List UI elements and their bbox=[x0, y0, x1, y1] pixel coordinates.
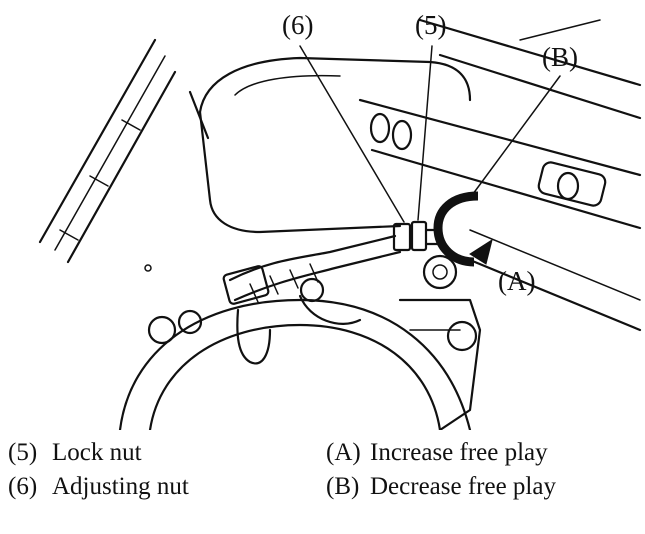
legend-item-5: (5) Lock nut bbox=[8, 440, 142, 465]
callout-b: (B) bbox=[542, 42, 578, 72]
adjusting-nut-shape bbox=[392, 222, 412, 252]
frame-rail-right bbox=[358, 18, 642, 332]
callout-6: (6) bbox=[282, 10, 314, 40]
brake-disc bbox=[118, 298, 472, 430]
legend-code: (B) bbox=[326, 473, 360, 500]
legend-item-6: (6) Adjusting nut bbox=[8, 474, 189, 499]
legend-code: (A) bbox=[326, 439, 361, 466]
frame-tube-left bbox=[38, 38, 177, 264]
upper-bracket bbox=[188, 56, 472, 234]
callout-5: (5) bbox=[415, 10, 447, 40]
leader-lines bbox=[299, 45, 561, 223]
legend-text: Increase free play bbox=[370, 439, 548, 466]
brake-cable bbox=[222, 234, 402, 325]
legend-code: (5) bbox=[8, 439, 38, 466]
legend-item-b: (B) Decrease free play bbox=[326, 474, 556, 499]
legend-item-a: (A) Increase free play bbox=[326, 440, 548, 465]
caliper-body bbox=[144, 254, 482, 430]
brake-assembly-drawing bbox=[38, 18, 642, 430]
legend-text: Decrease free play bbox=[370, 473, 556, 500]
legend-code: (6) bbox=[8, 473, 38, 500]
legend-text: Adjusting nut bbox=[52, 473, 189, 500]
callout-a: (A) bbox=[498, 266, 536, 296]
legend-text: Lock nut bbox=[52, 439, 142, 466]
rotation-arrow bbox=[433, 191, 493, 267]
